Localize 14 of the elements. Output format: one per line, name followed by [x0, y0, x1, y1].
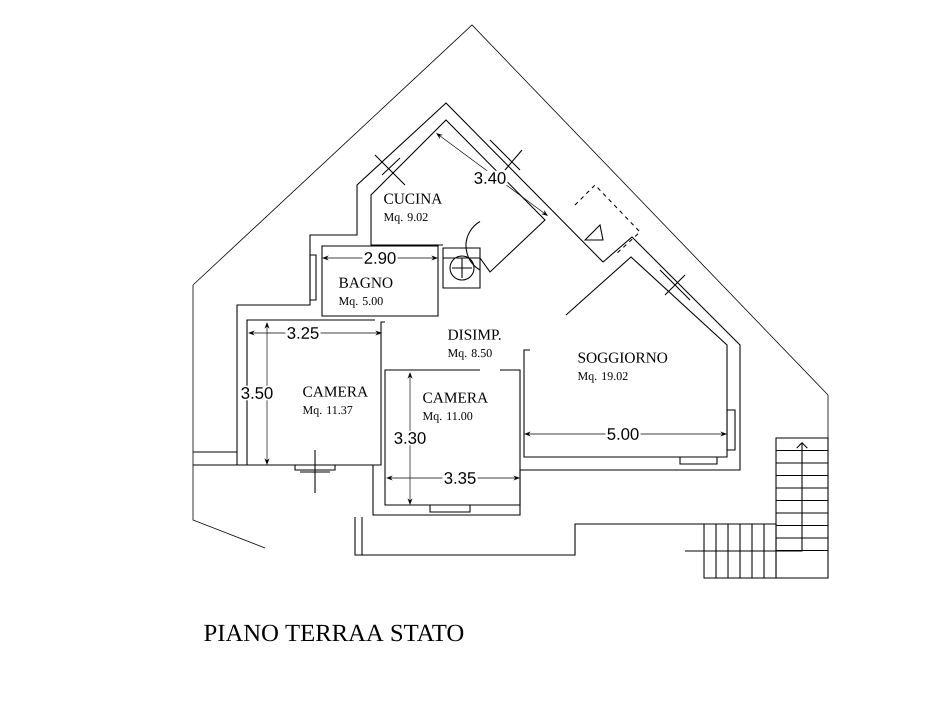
room-label: SOGGIORNO Mq. 19.02: [578, 352, 668, 383]
dimension-label: 3.30: [392, 430, 428, 446]
room-label: DISIMP. Mq. 8.50: [448, 330, 501, 360]
room-label: CAMERA Mq. 11.37: [302, 386, 368, 417]
dimension-label: 3.40: [472, 170, 508, 186]
room-label: BAGNO Mq. 5.00: [338, 278, 392, 308]
dimension-label: 3.35: [442, 470, 478, 486]
dimension-label: 3.50: [239, 386, 275, 400]
dimension-label: 3.25: [285, 326, 321, 340]
plan-title: PIANO TERRAA STATO: [204, 624, 464, 642]
room-label: CUCINA Mq. 9.02: [384, 194, 442, 224]
room-label: CAMERA Mq. 11.00: [422, 392, 488, 423]
dimension-label: 5.00: [605, 426, 641, 442]
dimension-label: 2.90: [362, 250, 398, 266]
